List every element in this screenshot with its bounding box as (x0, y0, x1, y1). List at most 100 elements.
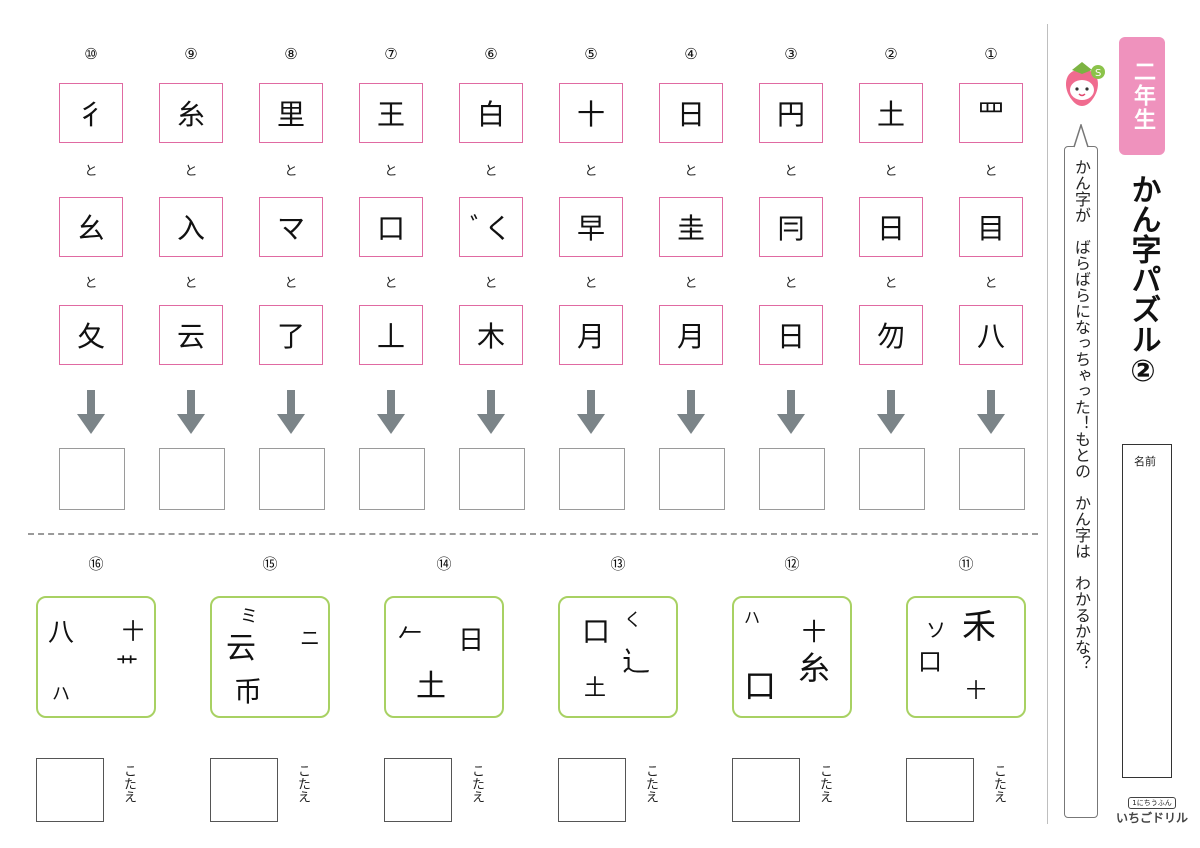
puzzle-number: ⑯ (88, 555, 104, 573)
puzzle-number: ⑬ (610, 555, 626, 573)
puzzle-number: ② (884, 45, 898, 63)
answer-box[interactable] (384, 758, 452, 822)
answer-box[interactable] (732, 758, 800, 822)
scrambled-kanji-box: 禾ソ口十 (906, 596, 1026, 718)
answer-box[interactable] (959, 448, 1025, 510)
puzzle-number: ④ (684, 45, 698, 63)
connector-to: と (184, 276, 198, 291)
grade-label: 二年生 (1130, 60, 1155, 132)
kanji-part: 了 (259, 305, 323, 365)
puzzle-number: ⑦ (384, 45, 398, 63)
kanji-part: 白 (459, 83, 523, 143)
name-field[interactable]: 名前 (1122, 444, 1172, 778)
connector-to: と (384, 276, 398, 291)
kanji-part: 圭 (659, 197, 723, 257)
connector-to: と (384, 164, 398, 179)
connector-to: と (984, 276, 998, 291)
connector-to: と (284, 276, 298, 291)
down-arrow-icon (871, 390, 911, 436)
puzzle-number: ⑭ (436, 555, 452, 573)
scrambled-kanji-box: 八十艹ハ (36, 596, 156, 718)
answer-box[interactable] (558, 758, 626, 822)
connector-to: と (684, 164, 698, 179)
puzzle-number: ⑫ (784, 555, 800, 573)
kanji-piece: 十 (966, 678, 986, 702)
section-divider (28, 533, 1038, 535)
connector-to: と (684, 276, 698, 291)
answer-box[interactable] (210, 758, 278, 822)
kanji-part: 早 (559, 197, 623, 257)
kanji-part: 日 (859, 197, 923, 257)
answer-box[interactable] (159, 448, 225, 510)
kanji-part: 云 (159, 305, 223, 365)
kanji-piece: く (624, 610, 642, 631)
puzzle-number: ⑨ (184, 45, 198, 63)
kanji-piece: 币 (234, 675, 263, 708)
kanji-part: 目 (959, 197, 1023, 257)
answer-box[interactable] (36, 758, 104, 822)
answer-box[interactable] (459, 448, 525, 510)
kanji-part: 丄 (359, 305, 423, 365)
answer-box[interactable] (859, 448, 925, 510)
kanji-piece: 口 (918, 648, 942, 676)
connector-to: と (884, 164, 898, 179)
connector-to: と (784, 164, 798, 179)
kanji-part: 勿 (859, 305, 923, 365)
kanji-piece: 辶 (622, 645, 651, 678)
answer-box[interactable] (59, 448, 125, 510)
answer-box[interactable] (659, 448, 725, 510)
kanji-part: 口 (359, 197, 423, 257)
kanji-piece: 口 (582, 615, 611, 648)
puzzle-number: ① (984, 45, 998, 63)
kanji-part: 円 (759, 83, 823, 143)
answer-box[interactable] (906, 758, 974, 822)
strawberry-mascot-icon: S (1058, 58, 1106, 112)
answer-label: こたえ (991, 764, 1006, 803)
kanji-piece: 日 (458, 626, 485, 656)
down-arrow-icon (971, 390, 1011, 436)
kanji-part: 冃 (759, 197, 823, 257)
down-arrow-icon (571, 390, 611, 436)
kanji-piece: 十 (802, 618, 826, 646)
kanji-piece: ミ (240, 606, 258, 627)
answer-box[interactable] (759, 448, 825, 510)
kanji-part: 十 (559, 83, 623, 143)
connector-to: と (484, 164, 498, 179)
connector-to: と (884, 276, 898, 291)
kanji-piece: 十 (122, 620, 145, 645)
down-arrow-icon (171, 390, 211, 436)
answer-box[interactable] (559, 448, 625, 510)
logo-text: いちごドリル (1115, 811, 1188, 825)
kanji-piece: 土 (416, 669, 446, 704)
kanji-part: 日 (759, 305, 823, 365)
answer-label: こたえ (295, 764, 310, 803)
answer-label: こたえ (817, 764, 832, 803)
kanji-piece: 口 (744, 667, 777, 705)
kanji-part: 土 (859, 83, 923, 143)
instruction-box: かん字が ばらばらになっちゃった！もとの かん字は わかるかな？ (1064, 146, 1098, 818)
down-arrow-icon (271, 390, 311, 436)
puzzle-number: ⑩ (84, 45, 98, 63)
connector-to: と (284, 164, 298, 179)
sidebar-divider (1047, 24, 1048, 824)
kanji-piece: 糸 (798, 649, 831, 687)
instruction-text: かん字が ばらばらになっちゃった！もとの かん字は わかるかな？ (1072, 159, 1091, 671)
answer-label: こたえ (643, 764, 658, 803)
kanji-piece: 云 (226, 631, 256, 666)
kanji-part: 木 (459, 305, 523, 365)
puzzle-number: ⑮ (262, 555, 278, 573)
answer-box[interactable] (259, 448, 325, 510)
answer-box[interactable] (359, 448, 425, 510)
kanji-part: 王 (359, 83, 423, 143)
down-arrow-icon (671, 390, 711, 436)
scrambled-kanji-box: ハ十口糸 (732, 596, 852, 718)
connector-to: と (584, 276, 598, 291)
connector-to: と (584, 164, 598, 179)
connector-to: と (784, 276, 798, 291)
down-arrow-icon (471, 390, 511, 436)
puzzle-number: ⑧ (284, 45, 298, 63)
kanji-part: 彳 (59, 83, 123, 143)
kanji-part: 入 (159, 197, 223, 257)
speech-tail-icon (1073, 124, 1089, 148)
